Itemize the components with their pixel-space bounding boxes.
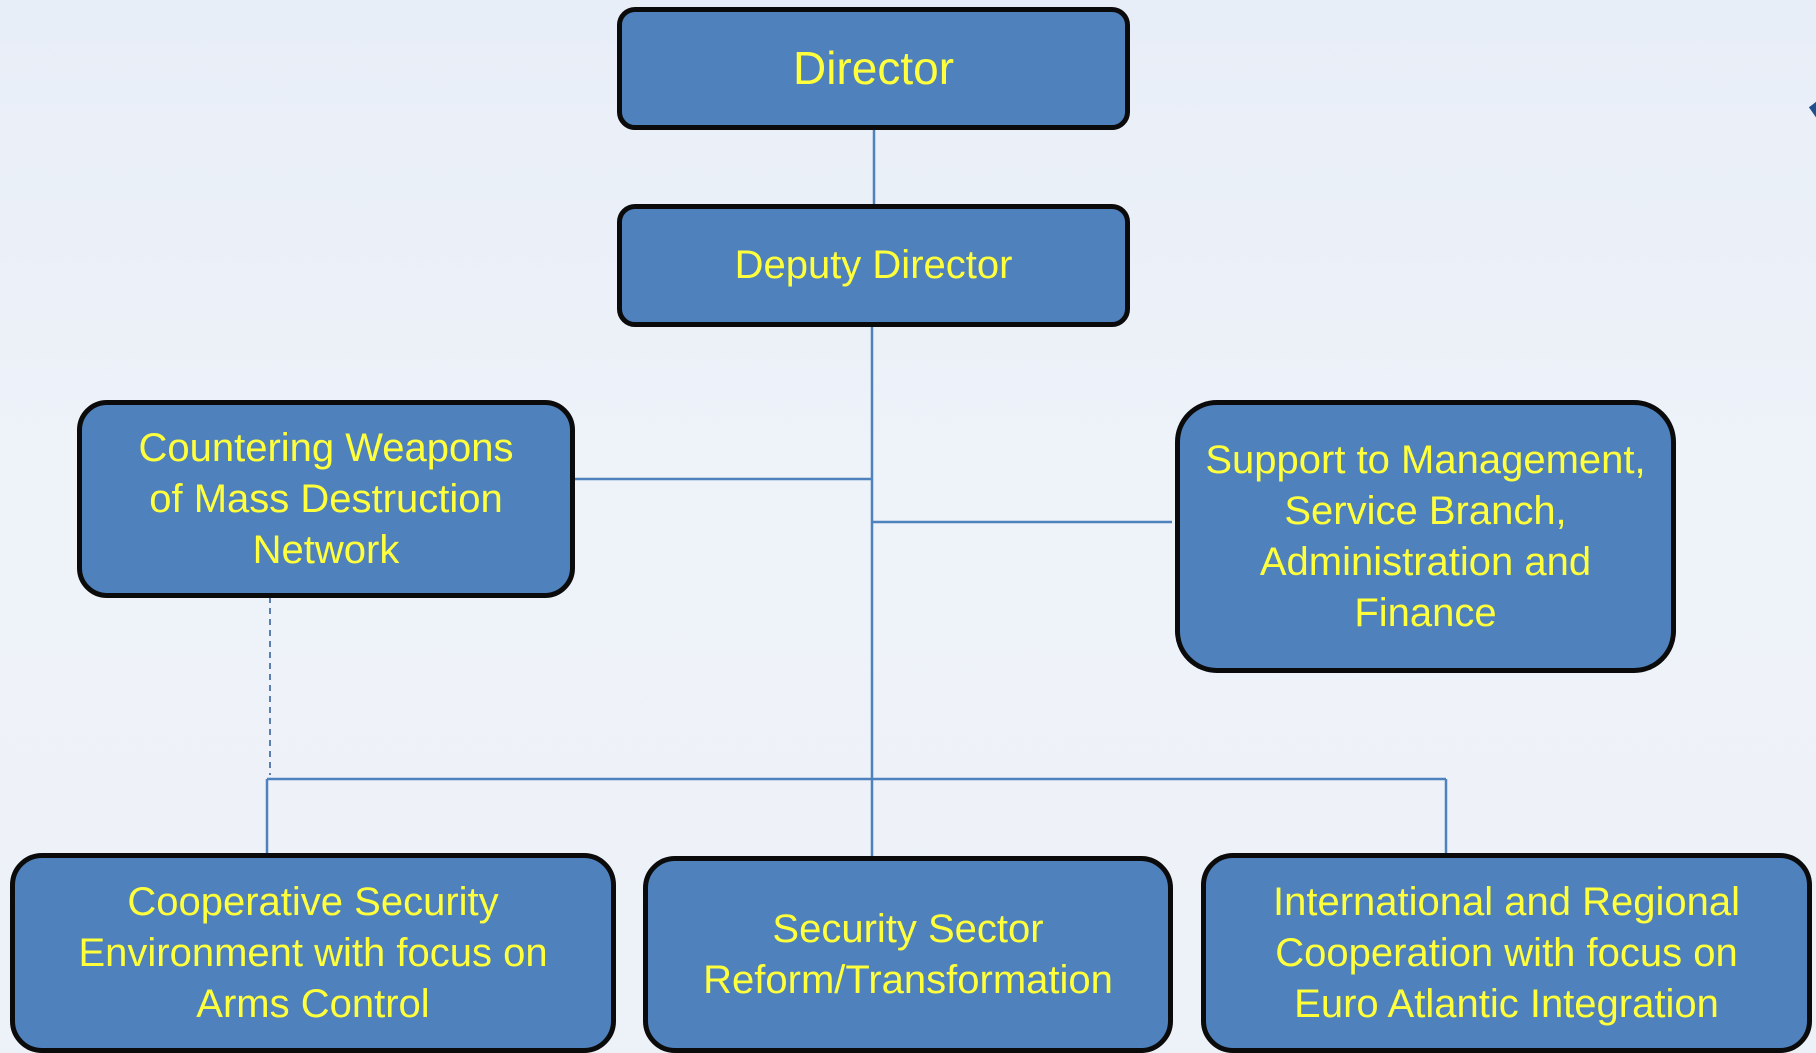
support-management-label: Support to Management, Service Branch, A… (1205, 437, 1646, 635)
support-management-box: Support to Management, Service Branch, A… (1175, 400, 1676, 673)
security-sector-reform-box: Security Sector Reform/Transformation (643, 856, 1173, 1053)
international-cooperation-box: International and Regional Cooperation w… (1201, 853, 1812, 1053)
director-box: Director (617, 7, 1130, 130)
cwmd-network-box: Countering Weapons of Mass Destruction N… (77, 400, 575, 598)
director-label: Director (792, 42, 955, 94)
cooperative-security-label: Cooperative Security Environment with fo… (78, 879, 548, 1026)
deputy-director-box: Deputy Director (617, 204, 1130, 327)
security-sector-reform-label: Security Sector Reform/Transformation (703, 906, 1113, 1002)
deputy-director-label: Deputy Director (734, 243, 1013, 287)
cooperative-security-box: Cooperative Security Environment with fo… (10, 853, 616, 1053)
cwmd-network-label: Countering Weapons of Mass Destruction N… (138, 425, 514, 572)
international-cooperation-label: International and Regional Cooperation w… (1272, 879, 1740, 1026)
